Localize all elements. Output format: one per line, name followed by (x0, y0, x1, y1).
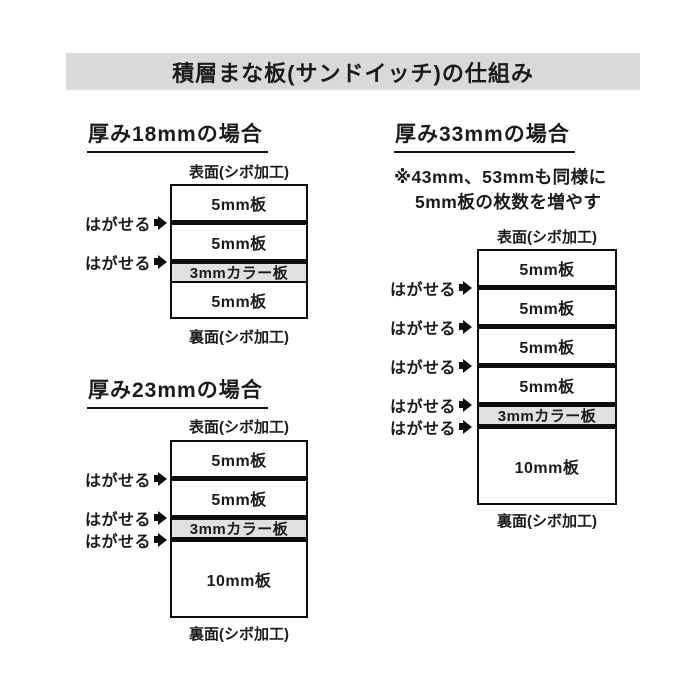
peelable-joint-line (172, 537, 306, 542)
peelable-joint-line (479, 285, 615, 290)
peelable-joint-line (479, 324, 615, 329)
layer-stack-33mm: 5mm板 5mm板 5mm板 5mm板 3mmカラー板 10mm板 (477, 249, 617, 505)
peelable-joint-line (479, 424, 615, 429)
note-line-2: 5mm板の枚数を増やす (415, 192, 602, 213)
color-board-layer: 3mmカラー板 (172, 520, 306, 538)
right-arrow-icon (459, 419, 472, 434)
peel-label-text: はがせる (84, 472, 151, 490)
right-arrow-icon (459, 397, 472, 412)
board-layer: 10mm板 (479, 429, 615, 503)
front-surface-label: 表面(シボ加工) (189, 419, 289, 436)
peel-label-text: はがせる (84, 216, 151, 234)
right-arrow-icon (459, 280, 472, 295)
board-layer: 5mm板 (172, 186, 306, 220)
peelable-joint-line (172, 259, 306, 264)
peelable-joint-line (479, 363, 615, 368)
diagram-33mm-note: ※43mm、53mmも同様に 5mm板の枚数を増やす (394, 165, 607, 216)
right-arrow-icon (459, 358, 472, 373)
right-arrow-icon (154, 471, 167, 486)
diagram-33mm-heading: 厚み33mmの場合 (394, 118, 575, 153)
peel-label: はがせる (390, 277, 472, 299)
board-layer: 5mm板 (479, 251, 615, 285)
right-arrow-icon (154, 254, 167, 269)
joint-line (172, 281, 306, 283)
board-layer: 10mm板 (172, 542, 306, 616)
peel-label: はがせる (85, 251, 167, 273)
diagram-23mm-heading: 厚み23mmの場合 (87, 374, 268, 409)
peel-label: はがせる (390, 355, 472, 377)
board-layer: 5mm板 (172, 481, 306, 515)
board-layer: 5mm板 (479, 368, 615, 402)
title-banner: 積層まな板(サンドイッチ)の仕組み (66, 53, 640, 90)
peel-label-text: はがせる (84, 533, 151, 551)
front-surface-label: 表面(シボ加工) (189, 164, 289, 181)
peel-label-text: はがせる (389, 281, 456, 299)
board-layer: 5mm板 (172, 225, 306, 259)
peel-label-text: はがせる (84, 255, 151, 273)
note-line-1: ※43mm、53mmも同様に (394, 167, 607, 187)
board-layer: 5mm板 (479, 329, 615, 363)
peel-label: はがせる (85, 507, 167, 529)
right-arrow-icon (459, 319, 472, 334)
peel-label-text: はがせる (389, 320, 456, 338)
peel-label-text: はがせる (389, 359, 456, 377)
color-board-layer: 3mmカラー板 (172, 264, 306, 282)
front-surface-label: 表面(シボ加工) (497, 229, 597, 246)
peelable-joint-line (172, 515, 306, 520)
back-surface-label: 裏面(シボ加工) (189, 626, 289, 643)
peelable-joint-line (172, 476, 306, 481)
board-layer: 5mm板 (479, 290, 615, 324)
peel-label: はがせる (85, 212, 167, 234)
back-surface-label: 裏面(シボ加工) (189, 329, 289, 346)
right-arrow-icon (154, 510, 167, 525)
peel-label-text: はがせる (389, 420, 456, 438)
back-surface-label: 裏面(シボ加工) (497, 513, 597, 530)
peel-label: はがせる (390, 316, 472, 338)
peel-label: はがせる (390, 416, 472, 438)
layer-stack-23mm: 5mm板 5mm板 3mmカラー板 10mm板 (170, 440, 308, 618)
peel-label: はがせる (85, 468, 167, 490)
peel-label: はがせる (390, 394, 472, 416)
peel-label-text: はがせる (389, 398, 456, 416)
right-arrow-icon (154, 532, 167, 547)
peel-label: はがせる (85, 529, 167, 551)
peelable-joint-line (479, 402, 615, 407)
right-arrow-icon (154, 215, 167, 230)
diagram-18mm-heading: 厚み18mmの場合 (87, 118, 268, 153)
color-board-layer: 3mmカラー板 (479, 407, 615, 425)
board-layer: 5mm板 (172, 442, 306, 476)
page-title: 積層まな板(サンドイッチ)の仕組み (172, 60, 534, 86)
peel-label-text: はがせる (84, 511, 151, 529)
peelable-joint-line (172, 220, 306, 225)
board-layer: 5mm板 (172, 283, 306, 317)
